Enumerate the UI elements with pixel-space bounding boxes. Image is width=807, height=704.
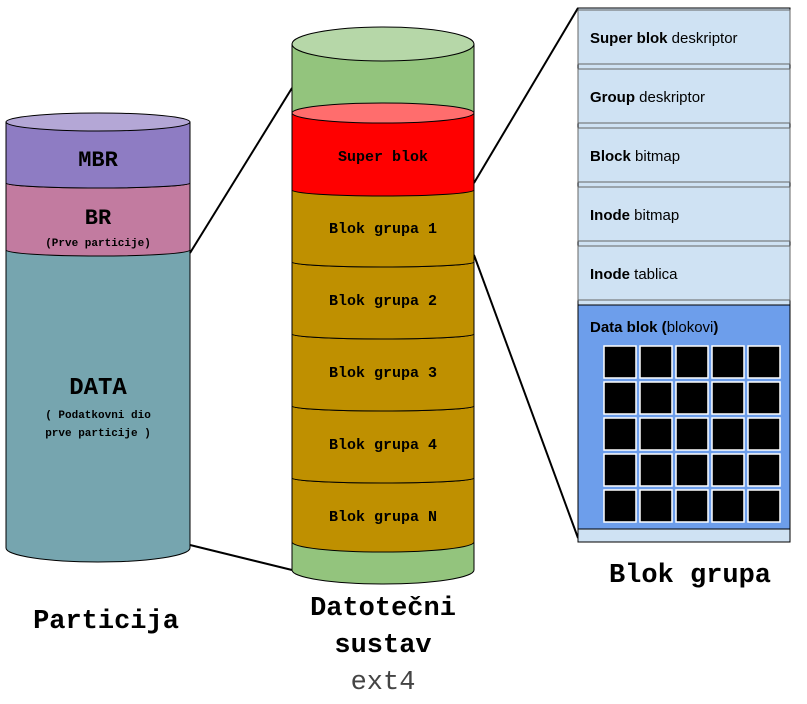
row-1-rest: deskriptor [668,30,738,47]
group-segment-1 [291,189,475,268]
group-label-n: Blok grupa N [329,509,437,526]
data-label: DATA [69,375,127,402]
group-label-3: Blok grupa 3 [329,365,437,382]
row-3-bold: Block [590,148,632,165]
block-group-caption: Blok grupa [608,561,772,591]
mbr-label: MBR [78,148,118,173]
data-block-cell [711,345,745,379]
data-block-cell [639,417,673,451]
data-block-cell [603,345,637,379]
super-block-segment [291,112,475,197]
super-block-top [291,102,475,124]
data-block-bold: Data blok ( [590,319,667,336]
row-2-bold: Group [590,89,635,106]
br-label: BR [85,206,112,231]
data-block-cell [675,381,709,415]
data-block-cell [603,417,637,451]
row-4-rest: bitmap [630,207,679,224]
super-block-label: Super blok [338,149,428,166]
data-sublabel-2: prve particije ) [45,428,151,440]
data-block-cell [711,381,745,415]
data-block-cell [603,489,637,523]
connector-lines [189,7,579,571]
mbr-top [5,112,191,132]
data-block-cell [639,489,673,523]
filesystem-cylinder: Super blok Blok grupa 1 Blok grupa 2 Blo… [291,26,475,585]
svg-text:Super blok deskriptor: Super blok deskriptor [590,30,738,47]
svg-text:Inode tablica: Inode tablica [590,266,678,283]
data-block-rest: blokovi [667,319,714,336]
group-segment-n [291,477,475,553]
data-block-cell [747,381,781,415]
data-block-cell [639,381,673,415]
data-block-close: ) [713,319,718,336]
row-inode-bitmap [577,186,791,242]
group-segment-3 [291,333,475,412]
partition-caption: Particija [33,607,179,637]
group-label-2: Blok grupa 2 [329,293,437,310]
filesystem-caption-1: Datotečni [310,594,456,624]
data-block-grid [603,345,781,523]
br-segment [5,182,191,257]
group-segment-2 [291,261,475,340]
row-1-bold: Super blok [590,30,668,47]
row-5-bold: Inode [590,266,630,283]
data-block-cell [711,417,745,451]
row-block-bitmap [577,127,791,183]
group-label-1: Blok grupa 1 [329,221,437,238]
row-3-rest: bitmap [631,148,680,165]
data-block-cell [711,453,745,487]
data-block-cell [747,489,781,523]
group-label-4: Blok grupa 4 [329,437,437,454]
svg-text:Data blok (blokovi): Data blok (blokovi) [590,319,718,336]
block-group-panel: Super blok deskriptor Group deskriptor B… [577,7,791,543]
svg-text:Block bitmap: Block bitmap [590,148,680,165]
row-group-descriptor [577,68,791,124]
data-block-cell [747,417,781,451]
data-block-cell [675,417,709,451]
data-block-cell [639,453,673,487]
row-4-bold: Inode [590,207,630,224]
data-block-cell [747,453,781,487]
data-block-cell [603,381,637,415]
svg-text:Group deskriptor: Group deskriptor [590,89,705,106]
partition-cylinder: MBR BR (Prve particije) DATA ( Podatkovn… [5,112,191,563]
filesystem-top [291,26,475,62]
row-2-rest: deskriptor [635,89,705,106]
mbr-segment [5,121,191,189]
data-block-cell [711,489,745,523]
group-segment-4 [291,405,475,484]
data-block-cell [603,453,637,487]
row-super-block-descriptor [577,9,791,65]
br-sublabel: (Prve particije) [45,238,151,250]
data-block-cell [639,345,673,379]
data-segment [5,247,191,563]
data-block-cell [675,489,709,523]
data-block-cell [747,345,781,379]
filesystem-caption-3: ext4 [350,668,416,698]
data-sublabel-1: ( Podatkovni dio [45,410,151,422]
filesystem-caption-2: sustav [334,631,432,661]
svg-text:Inode bitmap: Inode bitmap [590,207,679,224]
row-inode-table [577,245,791,301]
row-5-rest: tablica [630,266,678,283]
data-block-cell [675,453,709,487]
data-block-cell [675,345,709,379]
